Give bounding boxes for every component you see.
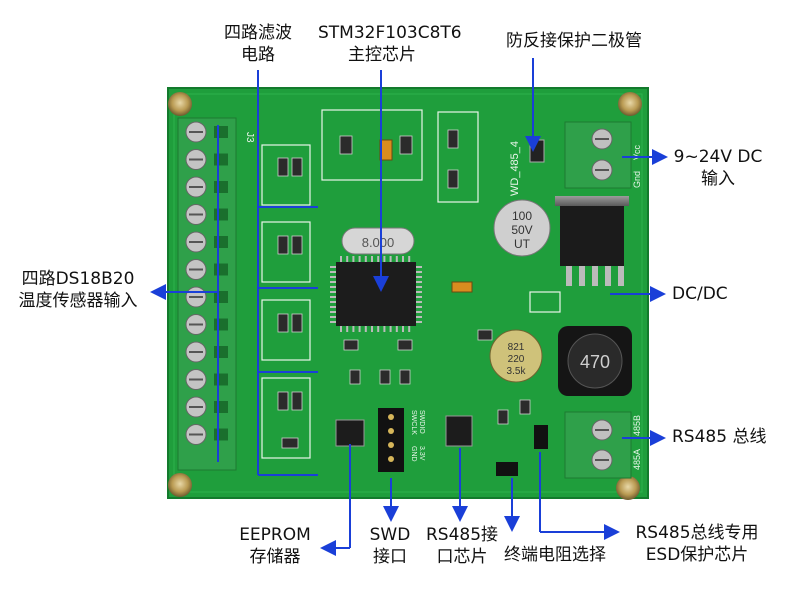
silk-j3: J3: [244, 132, 255, 143]
callout-arrows: [150, 58, 668, 556]
dcdc-regulator: [555, 196, 629, 286]
svg-text:220: 220: [508, 354, 525, 365]
electrolytic-capacitor-100uF: 100 50V UT: [493, 199, 551, 257]
mount-screw: [168, 92, 642, 500]
power-terminal-block: [564, 121, 632, 189]
label-reverse-protection-diode: 防反接保护二极管: [506, 31, 642, 51]
silk-gnd: Gnd: [632, 171, 642, 188]
silk-swd-pin: GND: [410, 446, 417, 462]
silk-swd-pin: SWCLK: [410, 410, 417, 435]
label-rs485-chip: RS485接口芯片: [425, 525, 499, 567]
label-rs485-bus: RS485 总线: [672, 427, 767, 447]
rs485-terminal-block: [564, 411, 632, 479]
eeprom-chip: [335, 419, 365, 447]
svg-text:3.5k: 3.5k: [507, 366, 527, 377]
silk-485b: 485B: [632, 415, 642, 436]
swd-header: [378, 408, 404, 472]
silk-swd-pin: SWDIO: [418, 410, 425, 434]
label-filter-circuit: 四路滤波电路: [224, 23, 292, 65]
svg-text:821: 821: [508, 342, 525, 353]
silk-model: WD_485_4: [509, 141, 521, 196]
silk-vcc: Vcc: [632, 144, 642, 160]
silk-485a: 485A: [632, 449, 642, 470]
label-dcdc: DC/DC: [672, 284, 728, 304]
crystal-text: 8.000: [362, 235, 395, 250]
svg-text:100: 100: [512, 209, 532, 223]
sensor-terminal-block: [177, 117, 237, 471]
svg-text:470: 470: [580, 352, 610, 372]
power-inductor: 470: [558, 326, 632, 396]
crystal: 8.000: [341, 227, 415, 255]
mcu-chip: [330, 256, 422, 332]
svg-text:50V: 50V: [511, 223, 532, 237]
label-termination-select: 终端电阻选择: [504, 545, 606, 565]
svg-text:UT: UT: [514, 237, 531, 251]
silk-swd-pin: 3.3V: [418, 446, 425, 461]
termination-jumper: [496, 425, 548, 476]
rs485-chip: [445, 415, 473, 447]
electrolytic-capacitor-220uF: 821 220 3.5k: [489, 329, 543, 383]
